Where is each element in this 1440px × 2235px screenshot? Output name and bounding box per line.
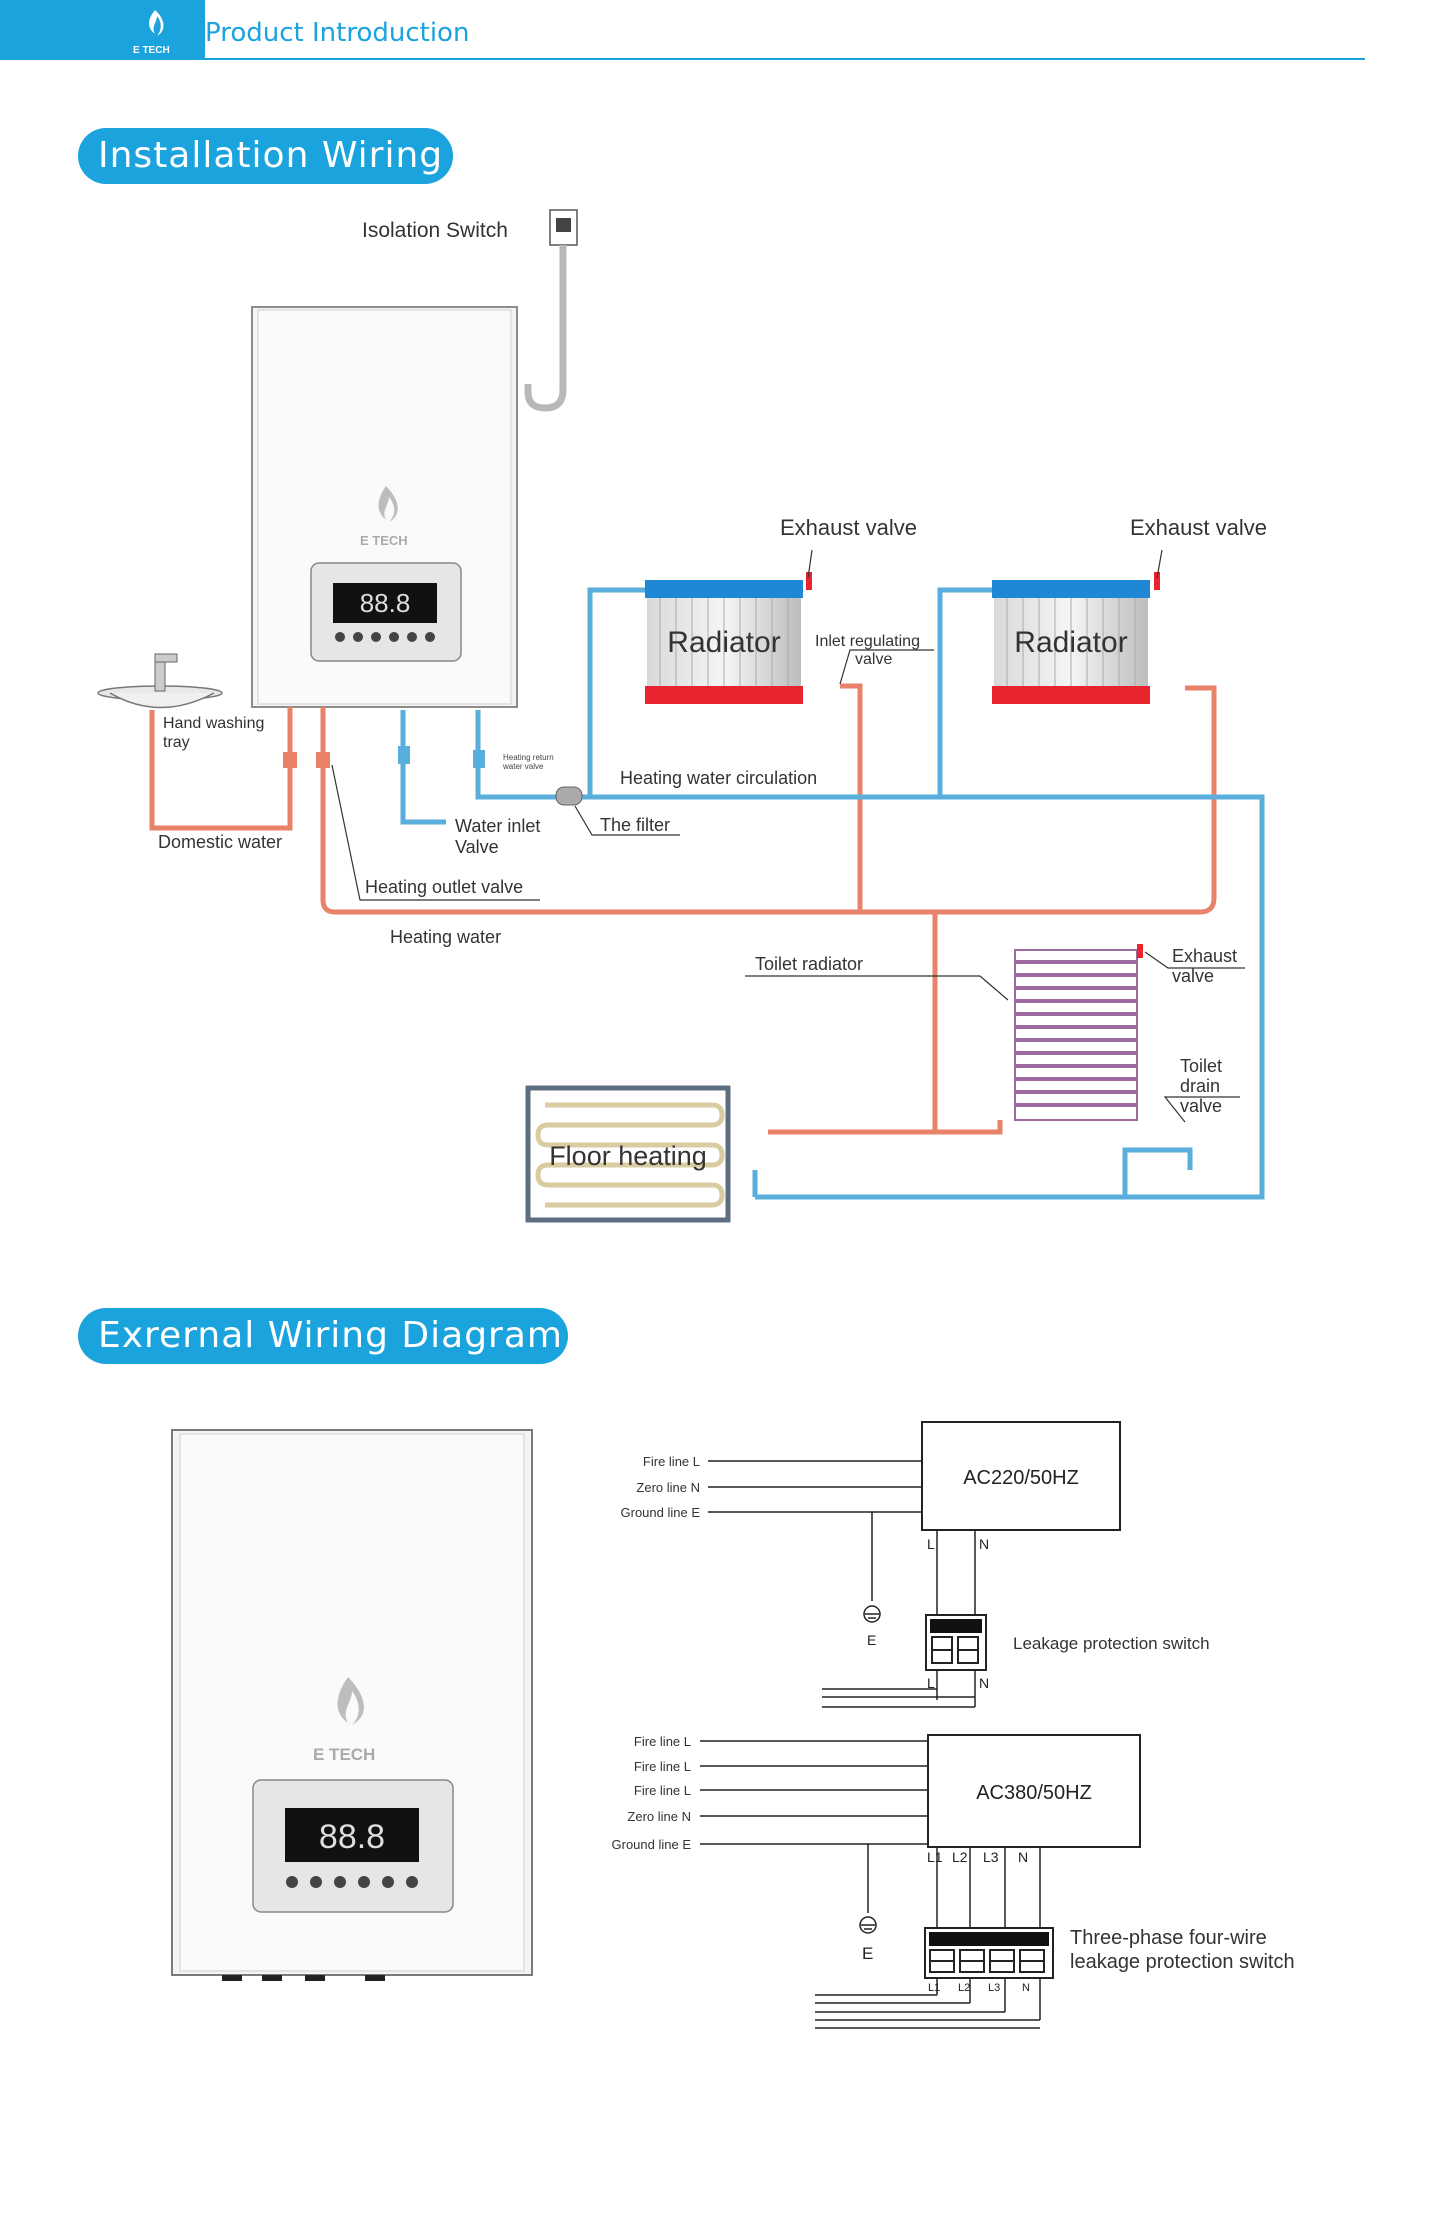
tp-term-top-N: N — [1018, 1849, 1028, 1865]
logo-text: E TECH — [133, 45, 170, 56]
radiator-1-label: Radiator — [667, 626, 780, 659]
domestic-water-pipe — [149, 710, 293, 831]
heating-water-label: Heating water — [390, 927, 501, 947]
sp-line-2: Ground line E — [621, 1505, 701, 1520]
tp-term-top-L2: L2 — [952, 1849, 968, 1865]
tp-ground: E — [862, 1944, 873, 1963]
isolation-switch: Isolation Switch — [362, 209, 578, 412]
three-phase-wiring: Fire line L Fire line L Fire line L Zero… — [612, 1734, 1295, 2029]
ground-symbol-icon — [859, 1916, 877, 1934]
tp-term-bot-L2: L2 — [958, 1982, 970, 1994]
flame-logo-icon: E TECH — [133, 10, 170, 56]
sp-ground: E — [867, 1632, 876, 1648]
toilet-radiator-label: Toilet radiator — [755, 954, 863, 974]
hand-washing-label-2: tray — [163, 734, 190, 751]
sp-term-top-L: L — [927, 1536, 935, 1552]
sp-line-0: Fire line L — [643, 1454, 700, 1469]
floor-heating: Floor heating — [525, 1085, 731, 1223]
heating-return-label-1: Heating return — [503, 753, 554, 762]
flame-logo-icon — [337, 1677, 364, 1725]
header-divider — [205, 58, 1365, 60]
ground-symbol-icon — [863, 1605, 881, 1623]
floor-heating-label: Floor heating — [549, 1141, 707, 1171]
single-phase-wiring: Fire line L Zero line N Ground line E AC… — [621, 1421, 1210, 1708]
exhaust-valve-1-label: Exhaust valve — [780, 515, 917, 540]
sp-line-1: Zero line N — [636, 1480, 700, 1495]
heating-water-pipe — [320, 683, 1217, 1135]
isolation-switch-label: Isolation Switch — [362, 219, 508, 242]
heating-outlet-valve-label: Heating outlet valve — [365, 877, 523, 897]
filter-component — [555, 786, 583, 806]
page-title: Product Introduction — [205, 18, 470, 48]
exhaust-valve-3-label-1: Exhaust — [1172, 946, 1237, 966]
circulation-label: Heating water circulation — [620, 768, 817, 788]
hand-washing-label-1: Hand washing — [163, 715, 264, 732]
boiler-brand-large: E TECH — [313, 1745, 375, 1764]
tp-switch-label-1: Three-phase four-wire — [1070, 1927, 1267, 1949]
toilet-radiator — [1014, 944, 1143, 1121]
tp-line-4: Ground line E — [612, 1837, 692, 1852]
sp-switch-label: Leakage protection switch — [1013, 1634, 1210, 1653]
brand-logo: E TECH — [0, 0, 205, 60]
toilet-drain-label-1: Toilet — [1180, 1056, 1222, 1076]
filter-label: The filter — [600, 815, 670, 835]
svg-text:88.8: 88.8 — [360, 588, 411, 618]
radiator-2-label: Radiator — [1014, 626, 1127, 659]
tp-line-2: Fire line L — [634, 1783, 691, 1798]
tp-term-bot-L3: L3 — [988, 1982, 1000, 1994]
boiler-unit-large: E TECH 88.8 — [171, 1429, 533, 1981]
section-title-external-wiring: Exrernal Wiring Diagram — [78, 1308, 568, 1364]
tp-term-bot-N: N — [1022, 1982, 1030, 1994]
boiler-unit: E TECH 88.8 — [251, 306, 518, 708]
tp-line-3: Zero line N — [627, 1809, 691, 1824]
boiler-outlet-valves — [283, 746, 485, 768]
tp-line-0: Fire line L — [634, 1734, 691, 1749]
toilet-drain-label-3: valve — [1180, 1096, 1222, 1116]
radiator-2: Radiator — [992, 572, 1160, 704]
heating-return-pipe — [400, 587, 1265, 1200]
inlet-regulating-label-2: valve — [855, 651, 892, 668]
water-inlet-label-1: Water inlet — [455, 816, 540, 836]
sp-term-bot-N: N — [979, 1675, 989, 1691]
flame-logo-icon — [378, 486, 398, 522]
domestic-water-label: Domestic water — [158, 832, 282, 852]
heating-return-label-2: water valve — [502, 762, 544, 771]
tp-supply: AC380/50HZ — [976, 1782, 1092, 1804]
boiler-brand: E TECH — [360, 533, 408, 548]
tp-switch-label-2: leakage protection switch — [1070, 1951, 1295, 1973]
tp-line-1: Fire line L — [634, 1759, 691, 1774]
tp-term-top-L1: L1 — [927, 1849, 943, 1865]
hand-washing-tray: Hand washing tray — [97, 653, 264, 751]
exhaust-valve-3-label-2: valve — [1172, 966, 1214, 986]
sp-supply: AC220/50HZ — [963, 1467, 1079, 1489]
inlet-regulating-label-1: Inlet regulating — [815, 633, 920, 650]
svg-text:88.8: 88.8 — [319, 1818, 385, 1856]
tp-term-top-L3: L3 — [983, 1849, 999, 1865]
radiator-1: Radiator — [645, 572, 812, 704]
section-title-installation: Installation Wiring — [78, 128, 453, 184]
toilet-drain-label-2: drain — [1180, 1076, 1220, 1096]
exhaust-valve-2-label: Exhaust valve — [1130, 515, 1267, 540]
tp-term-bot-L1: L1 — [928, 1982, 940, 1994]
water-inlet-label-2: Valve — [455, 837, 499, 857]
sp-term-top-N: N — [979, 1536, 989, 1552]
sp-term-bot-L: L — [927, 1675, 935, 1691]
